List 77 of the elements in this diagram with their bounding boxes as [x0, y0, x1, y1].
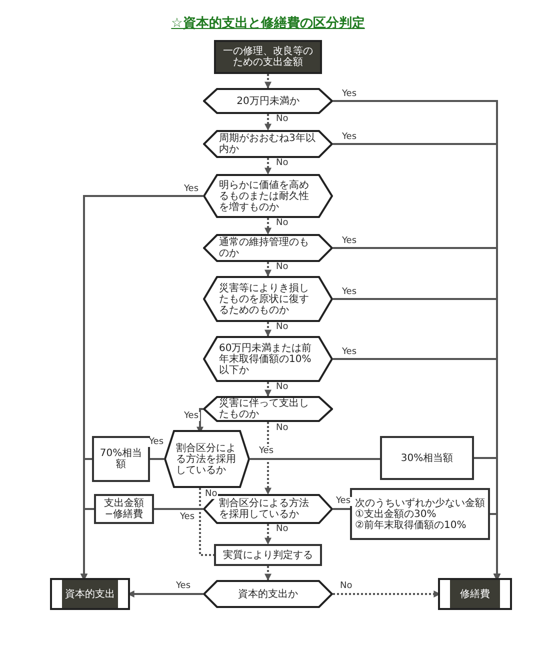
decision-text: 割合区分による方法を採用しているか	[219, 498, 310, 520]
decision-text: 割合区分による方法を採用しているか	[176, 442, 237, 476]
box-text: 次のうちいずれか少ない金額	[355, 498, 485, 508]
arrow	[264, 74, 272, 89]
process-box	[380, 436, 474, 480]
edge-label: No	[275, 263, 290, 272]
box-text: ②前年末取得価額の10%	[355, 520, 466, 530]
box-text: 30%相当額	[400, 452, 454, 464]
box-text: ①支出金額の30%	[355, 508, 436, 520]
box-text: 70%相当額	[98, 448, 144, 470]
diagram-title: ☆資本的支出と修繕費の区分判定	[171, 16, 365, 31]
decision-hexagon	[203, 130, 333, 158]
decision-text: 通常の維持管理のものか	[219, 237, 310, 259]
arrow	[264, 158, 272, 175]
box-text: 一の修理、改良等のための支出金額	[222, 46, 314, 68]
decision-hexagon	[203, 88, 333, 114]
edge-label: No	[275, 424, 290, 433]
decision-text: 明らかに価値を高めるものまたは耐久性を増すものか	[219, 180, 310, 212]
connector-line	[250, 458, 380, 460]
edge-label: Yes	[341, 237, 358, 246]
arrow	[127, 590, 203, 598]
edge-label: No	[275, 323, 290, 332]
decision-hexagon	[203, 276, 333, 322]
edge-label: No	[275, 219, 290, 228]
edge-label: Yes	[258, 447, 275, 456]
box-text: 資本的支出	[65, 588, 115, 600]
decision-text: 災害に伴って支出したものか	[219, 398, 310, 420]
decision-text: 20万円未満か	[236, 96, 300, 106]
arrow	[264, 524, 272, 545]
edge-label: Yes	[341, 90, 358, 99]
edge-label: No	[275, 115, 290, 124]
edge-label: Yes	[148, 438, 165, 447]
edge-label: Yes	[341, 288, 358, 297]
edge-label: No	[275, 383, 290, 392]
edge-label: Yes	[183, 185, 200, 194]
arrow	[264, 114, 272, 131]
edge-label: Yes	[175, 582, 192, 591]
process-box	[214, 544, 322, 566]
process-box	[92, 436, 150, 482]
decision-text: 資本的支出か	[238, 588, 298, 600]
edge-label: Yes	[335, 497, 352, 506]
start-box	[214, 40, 322, 74]
arrow	[264, 262, 272, 277]
edge-label: No	[204, 490, 218, 499]
arrow	[490, 513, 500, 581]
arrow	[264, 566, 272, 581]
edge-label: Yes	[341, 348, 358, 357]
edge-label: Yes	[341, 133, 358, 142]
arrow	[264, 218, 272, 235]
edge-label: No	[339, 582, 354, 591]
decision-text: 60万円未満または前年末取得価額の10%以下か	[219, 342, 313, 376]
arrow	[264, 322, 272, 337]
connector-line	[333, 508, 350, 510]
decision-hexagon	[203, 234, 333, 262]
connector-line	[154, 508, 203, 510]
decision-hexagon	[164, 430, 250, 488]
decision-hexagon	[203, 396, 333, 422]
arrow	[80, 508, 94, 581]
arrow	[333, 590, 441, 598]
edge-label: No	[275, 525, 290, 534]
arrow	[264, 422, 272, 495]
edge-label: Yes	[179, 513, 196, 522]
decision-text: 災害等によりき損したものを原状に復するためのものか	[219, 282, 310, 316]
box-text: 支出金額−修繕費	[103, 498, 145, 520]
decision-text: 周期がおおむね3年以内か	[219, 133, 316, 155]
connector-line	[150, 458, 164, 460]
box-text: 実質により判定する	[223, 550, 313, 560]
edge-label: Yes	[183, 412, 200, 421]
decision-hexagon	[203, 580, 333, 608]
arrow	[264, 382, 272, 397]
box-text: 修繕費	[460, 588, 490, 600]
edge-label: No	[275, 159, 290, 168]
process-box	[94, 494, 154, 524]
decision-hexagon	[203, 336, 333, 382]
decision-hexagon	[203, 174, 333, 218]
process-box	[350, 488, 490, 540]
connector-line	[199, 488, 214, 556]
